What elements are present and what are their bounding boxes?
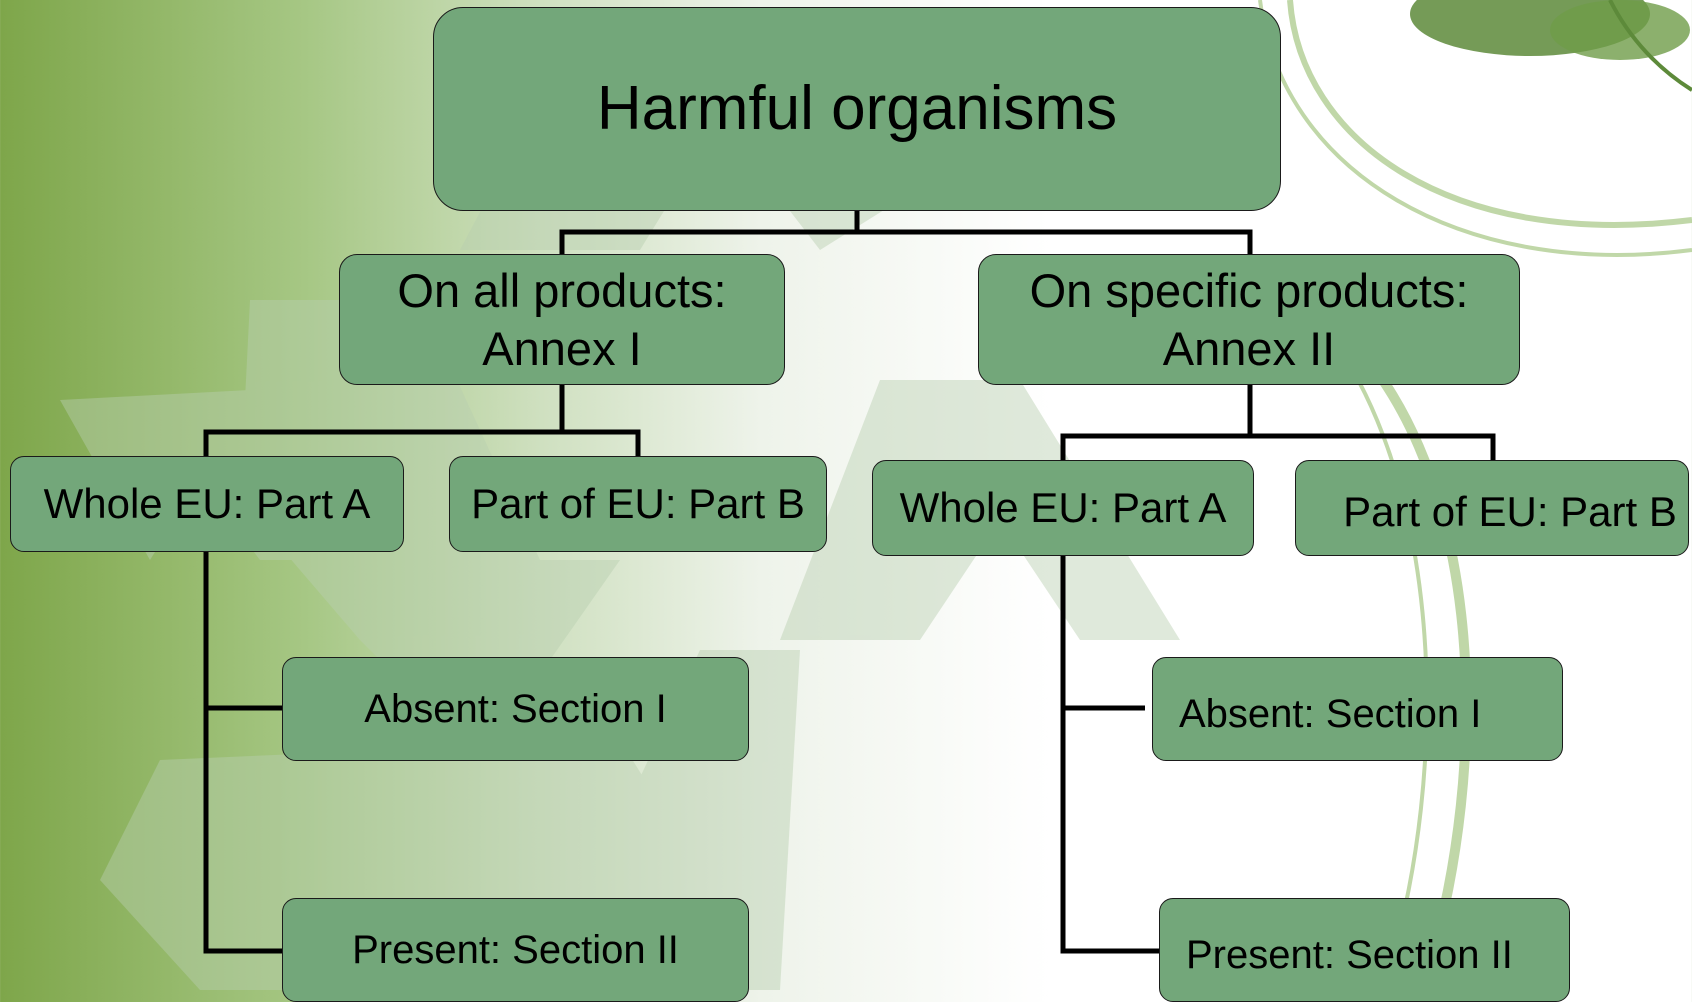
node-annex-i-part-a: Whole EU: Part A [10, 456, 404, 552]
connector-annex-ii-to-parts [1060, 385, 1496, 460]
node-annex-ii-part-b: Part of EU: Part B [1295, 460, 1689, 556]
annex-i-line1: On all products: [397, 264, 727, 318]
connector-annex-i-sections [203, 552, 284, 954]
annex-ii-section-ii-label: Present: Section II [1186, 932, 1513, 977]
root-label: Harmful organisms [596, 74, 1118, 144]
leaf-icon [1410, 0, 1692, 92]
node-annex-ii-section-i: Absent: Section I [1152, 657, 1563, 761]
root-node-harmful-organisms: Harmful organisms [433, 7, 1281, 211]
annex-i-section-ii-label: Present: Section II [352, 927, 679, 972]
annex-i-part-a-label: Whole EU: Part A [43, 480, 371, 528]
connector-annex-i-to-parts [203, 385, 641, 457]
node-annex-i-part-b: Part of EU: Part B [449, 456, 827, 552]
annex-i-line2: Annex I [482, 321, 642, 375]
annex-ii-part-a-label: Whole EU: Part A [899, 484, 1227, 532]
node-annex-i-section-i: Absent: Section I [282, 657, 749, 761]
annex-ii-section-i-label: Absent: Section I [1179, 691, 1482, 736]
node-annex-ii: On specific products: Annex II [978, 254, 1520, 385]
node-annex-ii-section-ii: Present: Section II [1159, 898, 1570, 1002]
annex-i-section-i-label: Absent: Section I [364, 686, 667, 731]
connector-annex-ii-sections [1060, 556, 1160, 954]
connector-root-to-annexes [559, 210, 1253, 255]
annex-ii-line1: On specific products: [1029, 264, 1469, 318]
annex-i-part-b-label: Part of EU: Part B [471, 480, 805, 528]
annex-ii-part-b-label: Part of EU: Part B [1343, 488, 1677, 536]
node-annex-i: On all products: Annex I [339, 254, 785, 385]
node-annex-i-section-ii: Present: Section II [282, 898, 749, 1002]
annex-ii-line2: Annex II [1162, 321, 1336, 375]
node-annex-ii-part-a: Whole EU: Part A [872, 460, 1254, 556]
